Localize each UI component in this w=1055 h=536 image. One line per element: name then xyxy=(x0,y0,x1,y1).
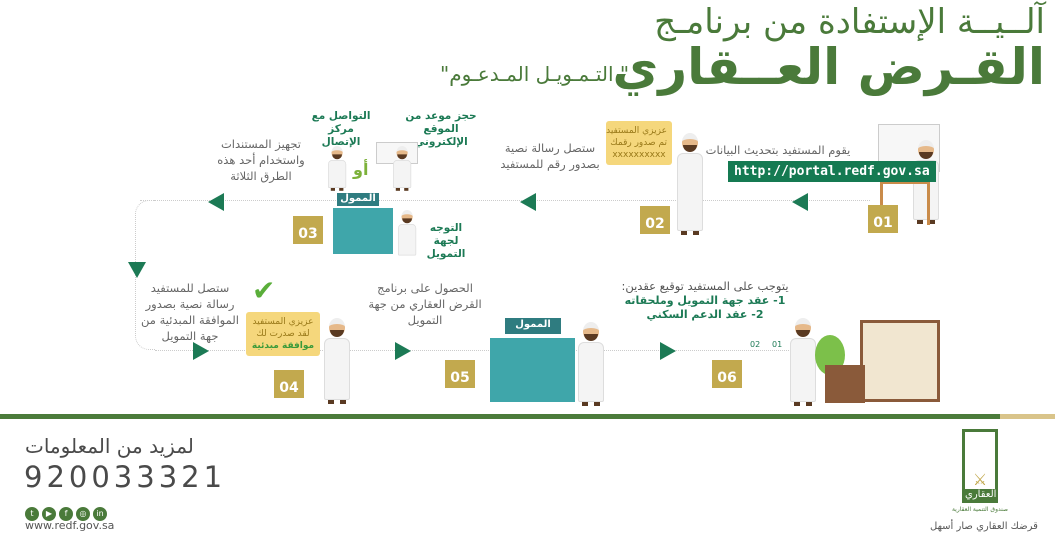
option-call-center: التواصل مع مركز الإتصال xyxy=(311,110,371,148)
arrow-left-icon xyxy=(792,193,808,211)
person-figure xyxy=(324,318,350,404)
slogan: قرضك العقاري صار أسهل xyxy=(930,521,1038,532)
title-main: القـرض العــقاري xyxy=(612,38,1045,96)
flow-line-2 xyxy=(155,350,805,351)
step6-block: يتوجب على المستفيد توقيع عقدين: 1- عقد ج… xyxy=(605,278,805,322)
garage-icon xyxy=(825,365,865,403)
palm-swords-icon: ⚔ xyxy=(972,470,988,489)
house-icon xyxy=(860,320,940,402)
checkmark-icon: ✔ xyxy=(252,274,276,307)
footer-divider-accent xyxy=(1000,414,1055,419)
youtube-icon[interactable]: ▶ xyxy=(42,506,56,521)
step5-text: الحصول على برنامج القرض العقاري من جهة ا… xyxy=(368,281,482,327)
or-label: أو xyxy=(353,160,369,179)
subtitle: " التـمـويـل المـدعـوم" xyxy=(440,62,630,86)
step-number: 01 xyxy=(868,205,898,233)
step1-text: يقوم المستفيد بتحديث البيانات xyxy=(705,143,851,157)
person-figure xyxy=(398,210,417,256)
desk-icon xyxy=(880,180,930,225)
portal-link[interactable]: http://portal.redf.gov.sa xyxy=(728,161,936,182)
step2-text: ستصل رسالة نصية بصدور رقم للمستفيد xyxy=(500,141,600,171)
arrow-right-icon xyxy=(193,342,209,360)
title-line1: آلــيــة الإستفادة من برنامـج xyxy=(654,2,1045,42)
step-number: 06 xyxy=(712,360,742,388)
financier-sign: الممول xyxy=(337,193,379,206)
person-figure xyxy=(578,322,604,406)
instagram-icon[interactable]: ◎ xyxy=(76,506,90,521)
step-number: 05 xyxy=(445,360,475,388)
person-figure xyxy=(790,318,816,406)
flow-line-1 xyxy=(140,200,870,201)
redf-logo: ⚔ العقاري xyxy=(962,429,998,503)
step6-text: يتوجب على المستفيد توقيع عقدين: xyxy=(621,279,789,293)
logo-text: العقاري xyxy=(965,489,997,500)
arrow-right-icon xyxy=(660,342,676,360)
more-info-label: لمزيد من المعلومات xyxy=(25,434,194,458)
arrow-right-icon xyxy=(395,342,411,360)
financier-building xyxy=(490,338,575,402)
step-number: 03 xyxy=(293,216,323,244)
contract-doc-icon: 02 xyxy=(750,340,761,349)
contract-2: 2- عقد الدعم السكني xyxy=(646,308,764,321)
linkedin-icon[interactable]: in xyxy=(93,506,107,521)
person-figure xyxy=(677,133,703,235)
person-figure xyxy=(393,146,412,191)
financier-building xyxy=(333,208,393,254)
arrow-left-icon xyxy=(208,193,224,211)
person-figure xyxy=(328,146,347,191)
facebook-icon[interactable]: f xyxy=(59,506,73,521)
logo-caption: صندوق التنمية العقارية xyxy=(951,506,1009,513)
social-icons: t▶f◎in xyxy=(25,501,110,521)
arrow-down-icon xyxy=(128,262,146,287)
step-number: 02 xyxy=(640,206,670,234)
contract-1: 1- عقد جهة التمويل وملحقاته xyxy=(624,294,786,307)
footer-divider xyxy=(0,414,1000,419)
arrow-left-icon xyxy=(520,193,536,211)
step-number: 04 xyxy=(274,370,304,398)
twitter-icon[interactable]: t xyxy=(25,506,39,521)
option-online-booking: حجز موعد من الموقع الإلكتروني xyxy=(405,110,477,148)
contract-doc-icon: 01 xyxy=(772,340,783,349)
option-visit-financier: التوجه لجهة التمويل xyxy=(426,222,466,260)
financier-sign: الممول xyxy=(505,318,561,334)
step4-text: ستصل للمستفيد رسالة نصية بصدور الموافقة … xyxy=(141,281,239,343)
phone-number[interactable]: 920033321 xyxy=(24,460,227,494)
step3-text: تجهيز المستندات واستخدام أحد هذه الطرق ا… xyxy=(217,137,305,183)
website-link[interactable]: www.redf.gov.sa xyxy=(25,519,115,532)
